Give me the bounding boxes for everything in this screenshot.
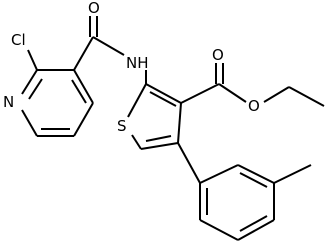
bond-aryl-c2-c3	[237, 164, 275, 184]
bond-c3-carbonyl	[73, 36, 94, 71]
bond-ester-carbon-o	[218, 83, 247, 103]
bond-c2-c3-thiophene	[145, 83, 182, 104]
amide-oxygen-label: O	[88, 0, 100, 17]
bond-aryl-c1-c2	[199, 164, 239, 184]
bond-n-c2	[21, 69, 38, 95]
thiophene-sulfur-label: S	[117, 117, 127, 135]
bond-aryl-c5-c6	[199, 219, 239, 241]
bond-c2-cl	[27, 49, 38, 71]
bond-c6-n	[21, 109, 38, 137]
bond-c2-n-double	[28, 78, 43, 100]
bond-c2-c3-thiophene-double	[149, 91, 177, 107]
bond-c3-c4	[73, 69, 94, 104]
bond-c4-c5-thiophene-double	[145, 135, 172, 142]
bond-carbonyl-nh	[92, 36, 125, 56]
bond-aryl-c4-c5	[237, 219, 275, 241]
bond-aryl-c2-c3-double	[239, 172, 268, 188]
bond-aryl-methyl	[273, 164, 312, 184]
bond-aryl-c4-c5-double	[239, 215, 268, 232]
bond-c3-c4-double	[71, 79, 87, 104]
bond-c4-c5-thiophene	[140, 142, 179, 150]
amide-nh-label: NH	[126, 54, 149, 72]
bond-s-c2	[127, 83, 147, 118]
bond-c4-c5	[73, 102, 94, 137]
bond-c3-c4-thiophene	[177, 102, 182, 144]
tolyl-ring	[177, 142, 312, 241]
ester-carbonyl-oxygen-label: O	[212, 46, 224, 64]
thiophene-ring	[127, 83, 182, 150]
bond-o-ch2	[263, 86, 290, 103]
ester-oxygen-label: O	[248, 97, 260, 115]
bond-c5-s	[131, 134, 142, 150]
bond-c3-ester-carbon	[180, 83, 220, 104]
ethyl-ester	[180, 63, 325, 107]
amide-linker	[73, 16, 147, 84]
bond-thiophene-aryl	[177, 142, 201, 184]
pyridine-nitrogen-label: N	[3, 93, 14, 111]
bond-ch2-ch3	[288, 86, 325, 107]
chlorine-label: Cl	[11, 31, 26, 49]
pyridine-ring	[21, 49, 94, 137]
